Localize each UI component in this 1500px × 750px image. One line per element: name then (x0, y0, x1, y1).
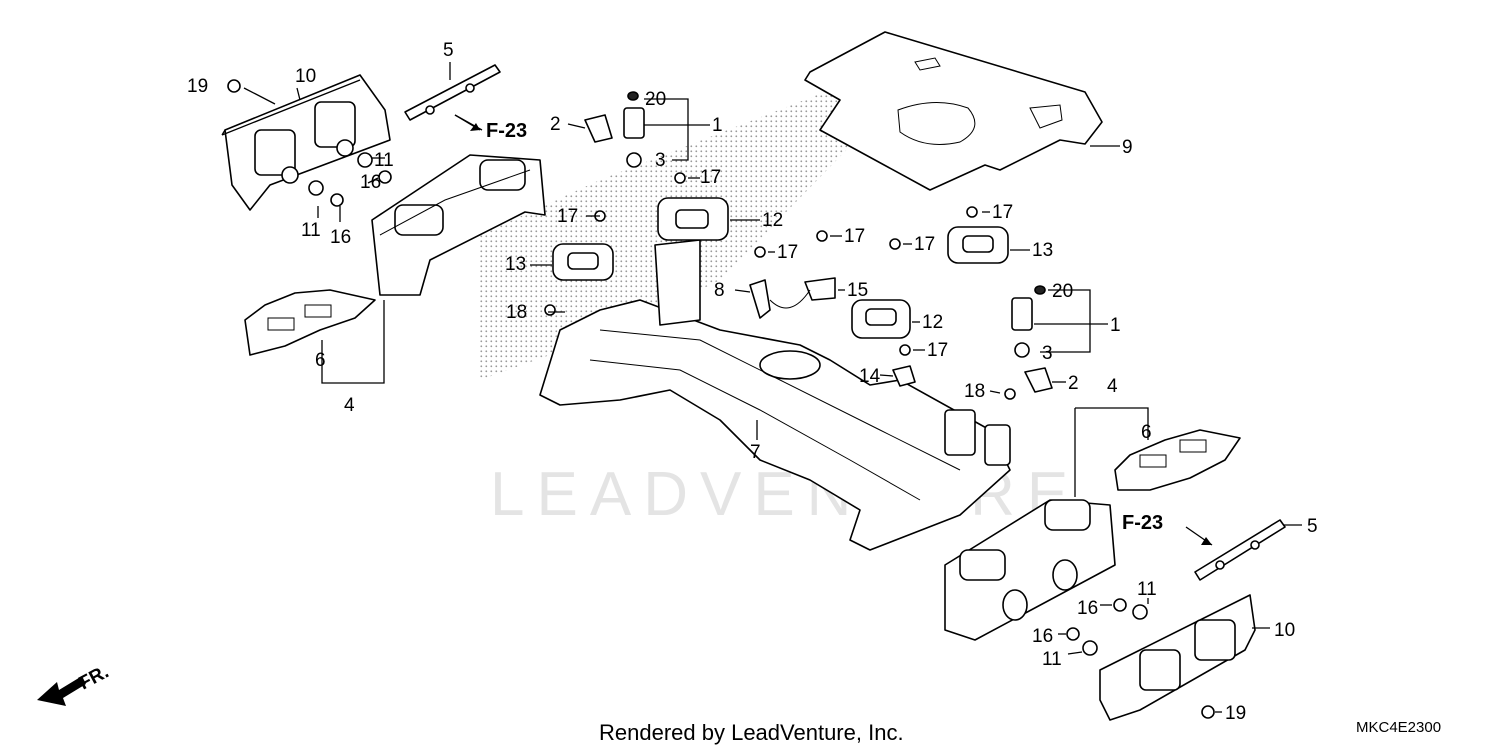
callout-13-right: 13 (1032, 240, 1053, 261)
bracket-15[interactable] (769, 277, 836, 309)
ref-f23-left[interactable]: F-23 (454, 114, 527, 142)
callout-17-a: 17 (700, 167, 721, 188)
callout-12-lower: 12 (922, 312, 943, 333)
callout-2-upper: 2 (550, 114, 561, 135)
mount-13-right[interactable] (947, 226, 1009, 264)
callout-10-left: 10 (295, 66, 316, 87)
clamp-14[interactable] (892, 365, 916, 387)
callout-16-right-a: 16 (1077, 598, 1098, 619)
mount-12-lower[interactable] (851, 299, 911, 339)
callout-5-right: 5 (1307, 516, 1318, 537)
callout-9: 9 (1122, 137, 1133, 158)
callout-15: 15 (847, 280, 868, 301)
callout-16-left-a: 16 (360, 172, 381, 193)
callout-19-right: 19 (1225, 703, 1246, 724)
callout-1-lower: 1 (1110, 315, 1121, 336)
guard-left-10[interactable] (224, 74, 391, 211)
main-frame-7[interactable] (539, 239, 1011, 551)
callout-13-left: 13 (505, 254, 526, 275)
callout-17-g: 17 (927, 340, 948, 361)
callout-20-lower: 20 (1052, 281, 1073, 302)
callout-11-left-a: 11 (374, 150, 394, 171)
bracket-plate-left-6[interactable] (244, 289, 376, 356)
callout-6-right: 6 (1141, 422, 1152, 443)
bracket-plate-right-6[interactable] (1114, 429, 1241, 491)
mount-12-upper[interactable] (657, 197, 729, 241)
callout-4-right: 4 (1107, 376, 1118, 397)
footer-credit: Rendered by LeadVenture, Inc. (599, 720, 904, 745)
callout-17-c: 17 (777, 242, 798, 263)
ref-f23-left-label: F-23 (486, 120, 527, 142)
callout-3-upper: 3 (655, 150, 666, 171)
callout-10-right: 10 (1274, 620, 1295, 641)
callout-14: 14 (859, 366, 881, 387)
cap-2-upper[interactable] (584, 114, 613, 143)
callout-18-left: 18 (506, 302, 527, 323)
floor-plate-9[interactable] (804, 31, 1103, 191)
callout-2-lower: 2 (1068, 373, 1079, 394)
callout-8: 8 (714, 280, 725, 301)
cap-2-lower[interactable] (1024, 367, 1053, 393)
front-arrow-icon (37, 676, 86, 706)
rail-right-5[interactable] (1194, 519, 1286, 581)
sensor-1-lower[interactable] (1011, 285, 1046, 358)
bracket-8[interactable] (749, 279, 771, 319)
mount-13-left[interactable] (552, 243, 614, 281)
callout-11-left-b: 11 (301, 220, 321, 241)
callout-20-upper: 20 (645, 89, 666, 110)
callout-17-b: 17 (557, 206, 578, 227)
callout-6-left: 6 (315, 350, 326, 371)
front-label: FR. (75, 662, 112, 695)
callout-12-upper: 12 (762, 210, 783, 231)
guard-right-10[interactable] (1099, 594, 1256, 721)
callout-4-left: 4 (344, 395, 355, 416)
callout-17-e: 17 (914, 234, 935, 255)
leader-lines (221, 62, 1302, 713)
callout-1-upper: 1 (712, 115, 723, 136)
ref-f23-right-label: F-23 (1122, 512, 1163, 534)
diagram-code: MKC4E2300 (1356, 719, 1441, 736)
front-indicator: FR. (37, 662, 112, 706)
callout-16-left-b: 16 (330, 227, 351, 248)
ref-f23-right[interactable]: F-23 (1122, 512, 1213, 546)
callout-16-right-b: 16 (1032, 626, 1053, 647)
callout-7: 7 (750, 442, 761, 463)
sensor-1-upper[interactable] (623, 91, 645, 168)
callout-5-left: 5 (443, 40, 454, 61)
callout-17-d: 17 (844, 226, 865, 247)
callout-11-right-a: 11 (1137, 579, 1157, 600)
side-cover-right-4[interactable] (944, 499, 1116, 641)
side-cover-left-4[interactable] (371, 154, 546, 296)
callout-3-lower: 3 (1042, 343, 1053, 364)
callout-19-left: 19 (187, 76, 208, 97)
callout-11-right-b: 11 (1042, 649, 1062, 670)
callout-17-f: 17 (992, 202, 1013, 223)
rail-left-5[interactable] (404, 64, 501, 121)
callout-18-right: 18 (964, 381, 985, 402)
